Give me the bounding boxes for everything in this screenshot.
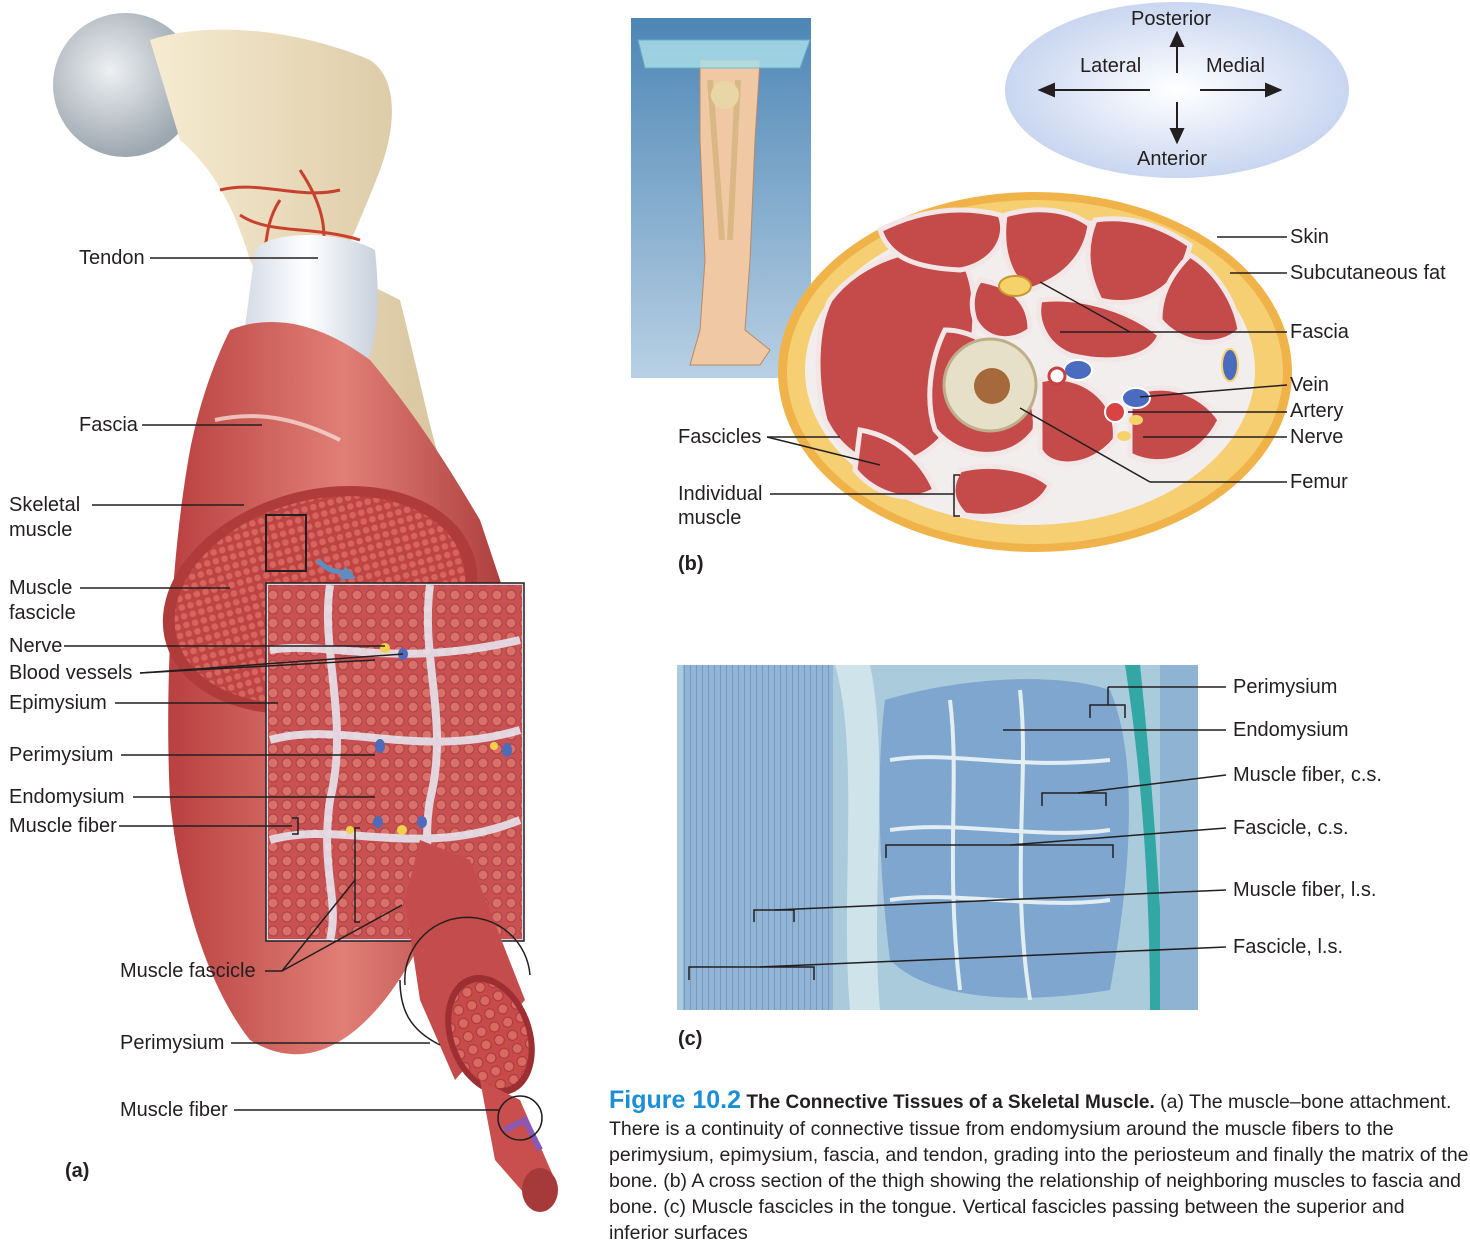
- label-artery: Artery: [1290, 400, 1343, 422]
- label-endomysium-c: Endomysium: [1233, 719, 1349, 741]
- label-muscle-fascicle-line1: Muscle: [9, 577, 72, 599]
- label-fascia-b: Fascia: [1290, 321, 1349, 343]
- label-muscle-fiber-ls: Muscle fiber, l.s.: [1233, 879, 1376, 901]
- label-muscle-fascicle-line2: fascicle: [9, 602, 76, 624]
- label-individual-muscle-line2: muscle: [678, 507, 741, 529]
- compass-anterior: Anterior: [1137, 148, 1207, 171]
- panel-c-micrograph: [677, 665, 1198, 1010]
- label-muscle-fiber-cs: Muscle fiber, c.s.: [1233, 764, 1382, 786]
- label-fascicles: Fascicles: [678, 426, 761, 448]
- label-fascicle-cs: Fascicle, c.s.: [1233, 817, 1349, 839]
- panel-label-c: (c): [678, 1028, 702, 1051]
- label-individual-muscle-line1: Individual: [678, 483, 763, 505]
- label-muscle-fiber-lower: Muscle fiber: [120, 1099, 228, 1121]
- label-fascicle-ls: Fascicle, l.s.: [1233, 936, 1343, 958]
- label-blood-vessels: Blood vessels: [9, 662, 132, 684]
- label-skeletal-muscle-line1: Skeletal: [9, 494, 80, 516]
- label-skin: Skin: [1290, 226, 1329, 248]
- figure-title: The Connective Tissues of a Skeletal Mus…: [746, 1092, 1154, 1113]
- label-skeletal-muscle-line2: muscle: [9, 519, 72, 541]
- panel-label-a: (a): [65, 1160, 89, 1183]
- label-subcutaneous-fat: Subcutaneous fat: [1290, 262, 1446, 284]
- label-muscle-fascicle-lower: Muscle fascicle: [120, 960, 256, 982]
- figure-caption: Figure 10.2 The Connective Tissues of a …: [609, 1087, 1469, 1246]
- compass-posterior: Posterior: [1131, 8, 1211, 31]
- label-vein: Vein: [1290, 374, 1329, 396]
- compass-lateral: Lateral: [1080, 55, 1141, 78]
- label-nerve: Nerve: [9, 635, 62, 657]
- compass-medial: Medial: [1206, 55, 1265, 78]
- label-nerve-b: Nerve: [1290, 426, 1343, 448]
- label-perimysium-c: Perimysium: [1233, 676, 1337, 698]
- label-perimysium-lower: Perimysium: [120, 1032, 224, 1054]
- label-perimysium: Perimysium: [9, 744, 113, 766]
- label-fascia: Fascia: [79, 414, 138, 436]
- label-endomysium: Endomysium: [9, 786, 125, 808]
- figure-artwork: [0, 0, 1470, 1212]
- label-tendon: Tendon: [79, 247, 145, 269]
- label-muscle-fiber: Muscle fiber: [9, 815, 117, 837]
- figure-number: Figure 10.2: [609, 1086, 741, 1114]
- label-epimysium: Epimysium: [9, 692, 107, 714]
- panel-label-b: (b): [678, 553, 704, 576]
- label-femur: Femur: [1290, 471, 1348, 493]
- panel-b-illustration: [631, 2, 1349, 552]
